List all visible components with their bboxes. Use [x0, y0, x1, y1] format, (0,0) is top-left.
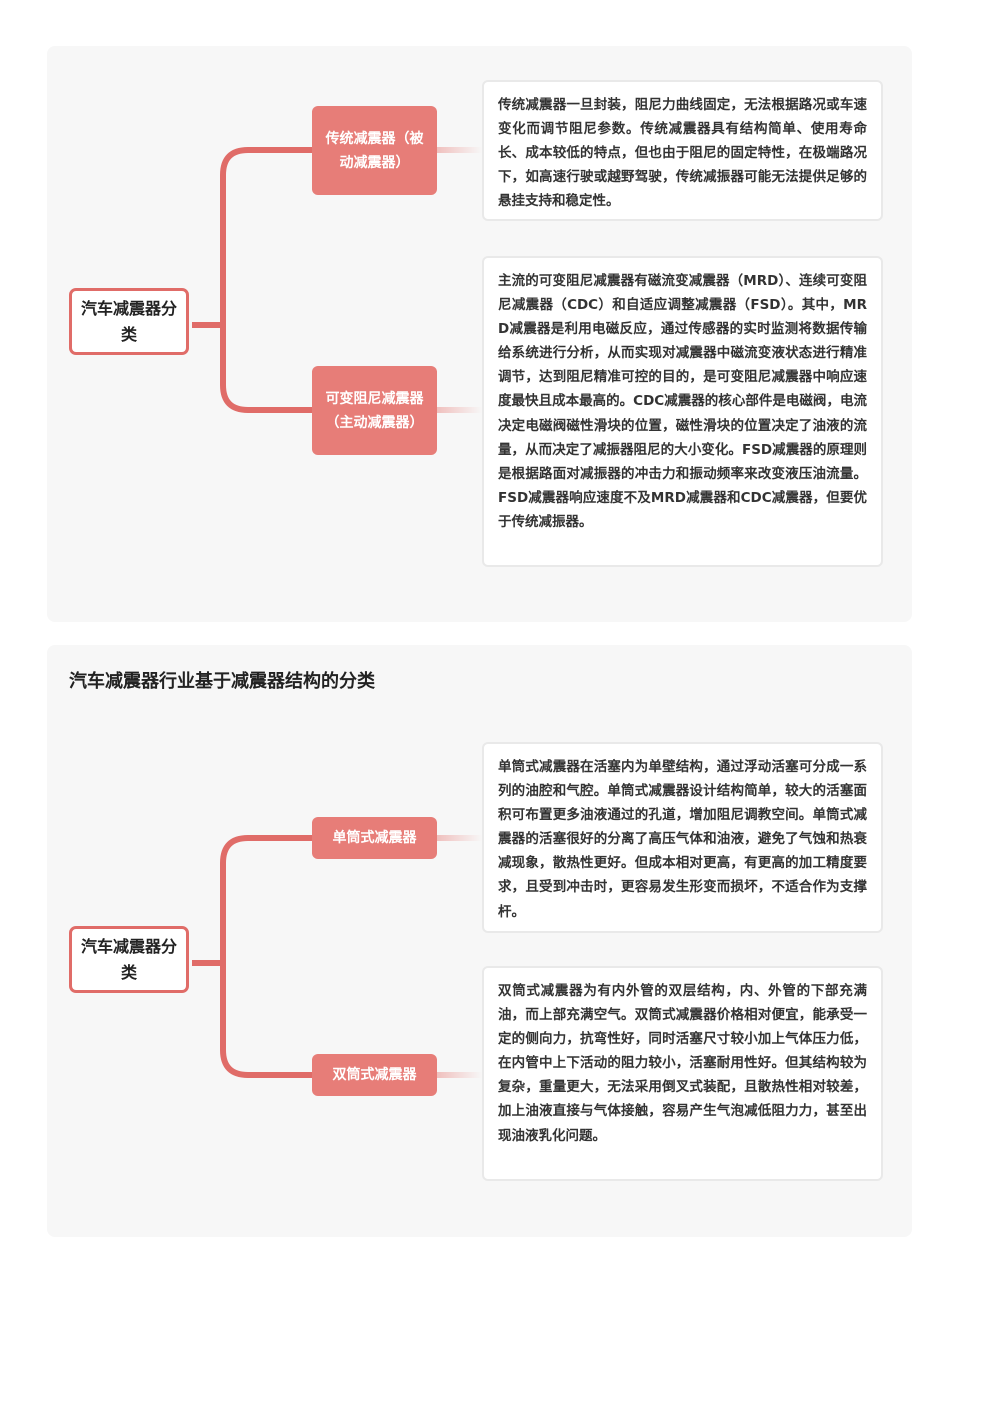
mindmap-panel-2: 汽车减震器行业基于减震器结构的分类 汽车减震器分类 单筒式减震器 双筒式减震器 …	[47, 645, 912, 1237]
panel-title: 汽车减震器行业基于减震器结构的分类	[69, 671, 375, 692]
note-variable: 主流的可变阻尼减震器有磁流变减震器（MRD）、连续可变阻尼减震器（CDC）和自适…	[482, 256, 883, 567]
connector-lines-1	[192, 147, 482, 413]
branch-node-monotube[interactable]: 单筒式减震器	[312, 817, 437, 859]
branch-node-twintube[interactable]: 双筒式减震器	[312, 1054, 437, 1096]
note-twintube: 双筒式减震器为有内外管的双层结构，内、外管的下部充满油，而上部充满空气。双筒式减…	[482, 966, 883, 1181]
branch-node-passive[interactable]: 传统减震器（被动减震器）	[312, 106, 437, 195]
note-passive: 传统减震器一旦封装，阻尼力曲线固定，无法根据路况或车速变化而调节阻尼参数。传统减…	[482, 80, 883, 221]
mindmap-panel-1: 汽车减震器分类 传统减震器（被动减震器） 可变阻尼减震器（主动减震器） 传统减震…	[47, 46, 912, 622]
connector-lines-2	[192, 835, 482, 1078]
root-node[interactable]: 汽车减震器分类	[69, 926, 189, 993]
root-node[interactable]: 汽车减震器分类	[69, 288, 189, 355]
branch-node-variable[interactable]: 可变阻尼减震器（主动减震器）	[312, 366, 437, 455]
note-monotube: 单筒式减震器在活塞内为单壁结构，通过浮动活塞可分成一系列的油腔和气腔。单筒式减震…	[482, 742, 883, 933]
